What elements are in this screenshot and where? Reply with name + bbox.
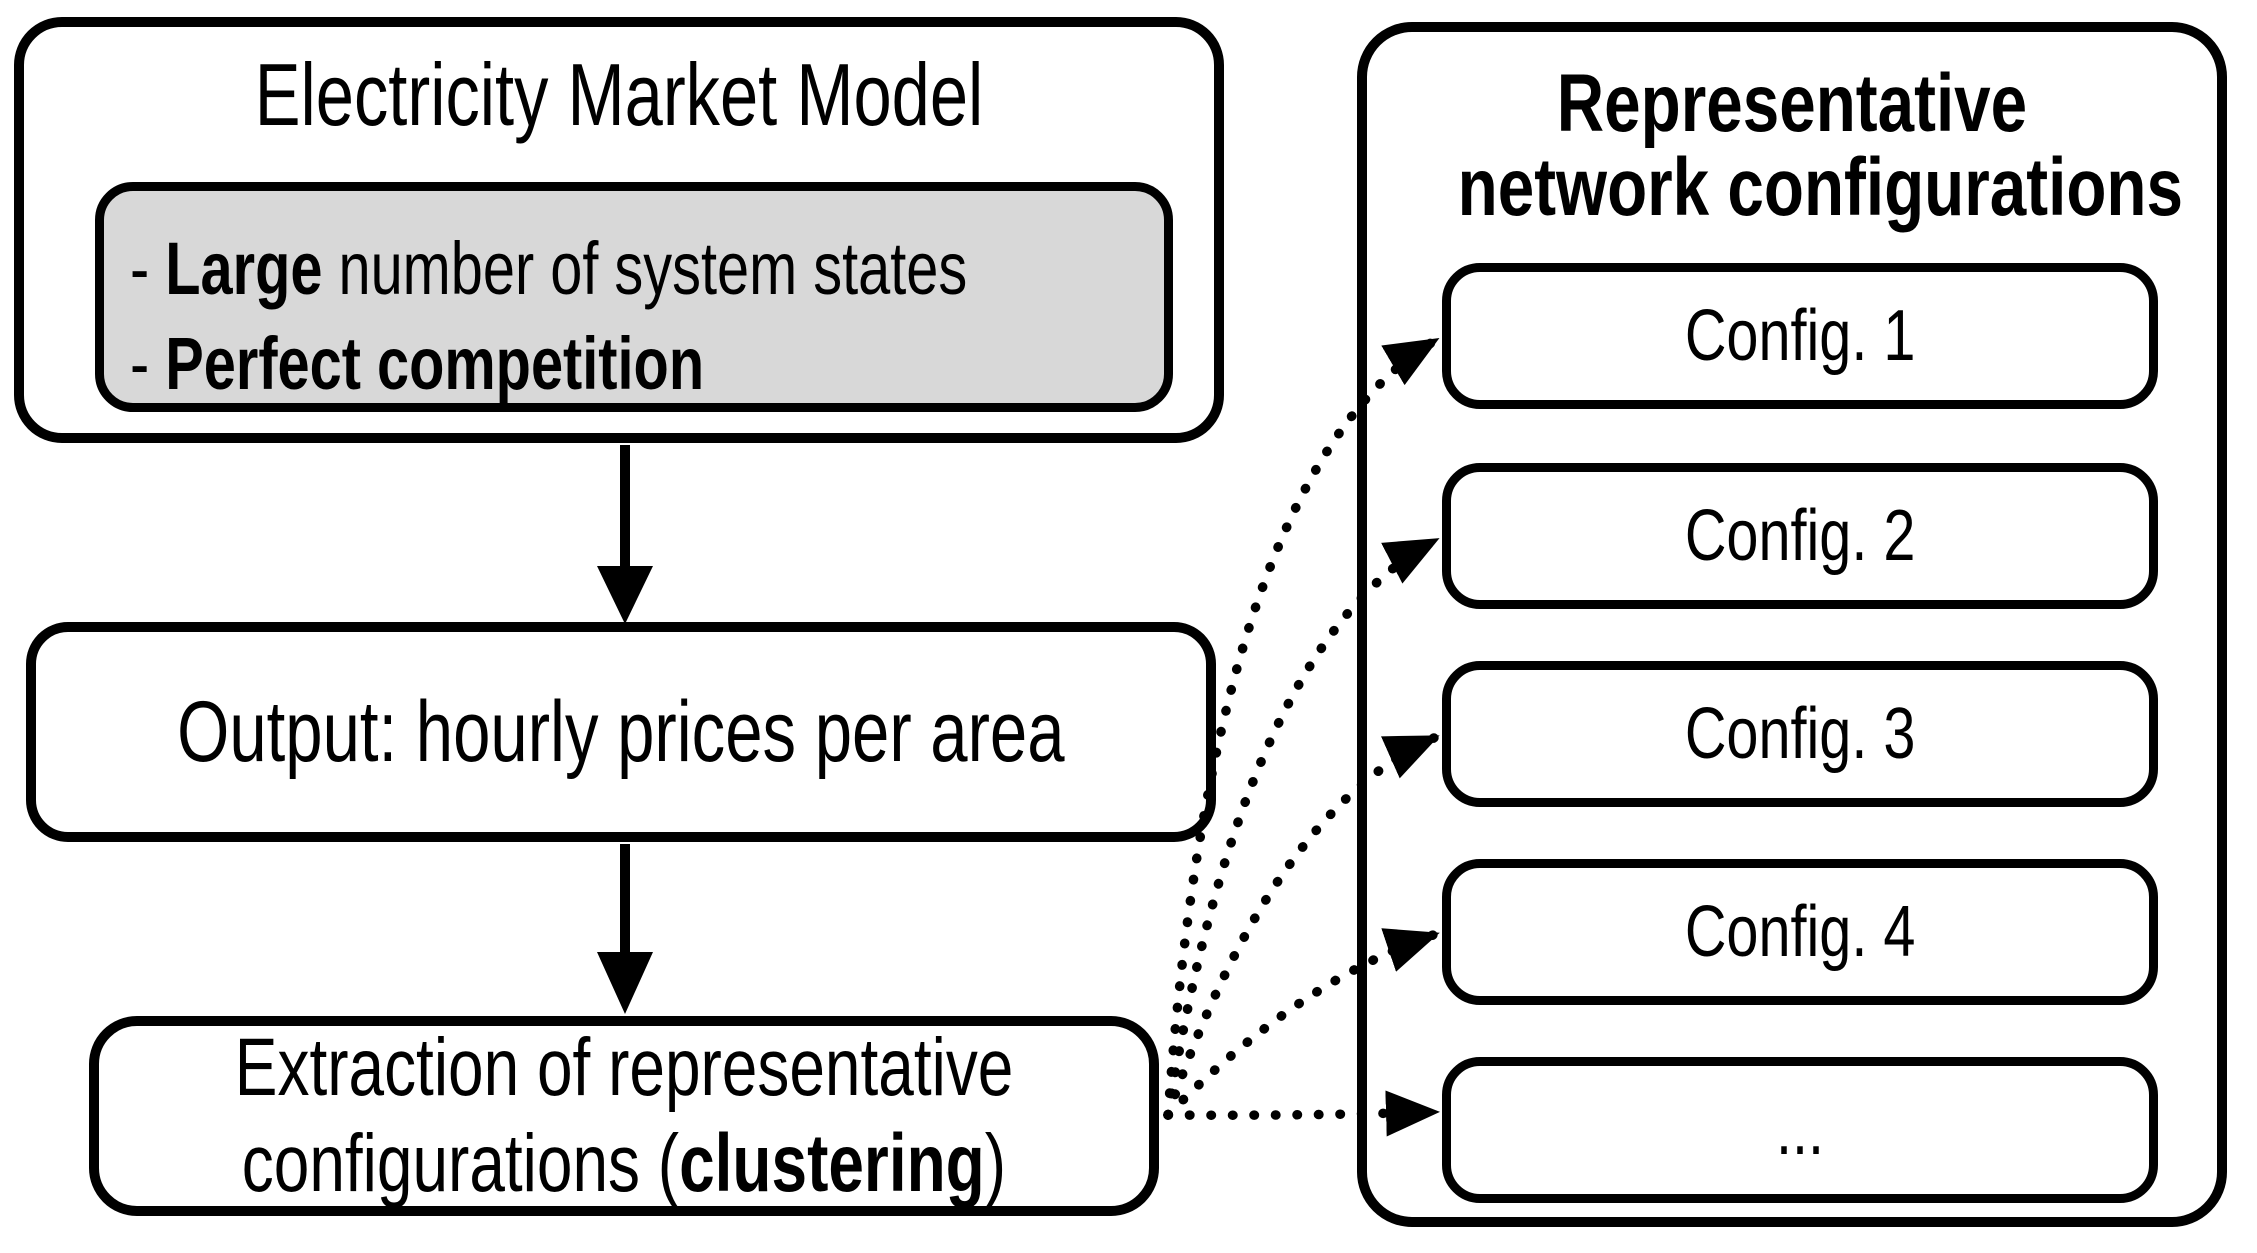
config-box-ellipsis: ...	[1442, 1057, 2158, 1203]
extraction-line2: configurations (clustering)	[242, 1116, 1006, 1212]
bullet-2-prefix: -	[130, 322, 166, 405]
extraction-line1-wrap: Extraction of representative	[125, 1020, 1123, 1116]
extraction-line2-wrap: configurations (clustering)	[134, 1116, 1114, 1212]
bullet-perfect-competition: - Perfect competition	[130, 316, 1164, 411]
config-box-3: Config. 3	[1442, 661, 2158, 807]
market-model-title-text: Electricity Market Model	[254, 45, 984, 144]
config-label-2: Config. 2	[1684, 496, 1916, 576]
model-assumptions-box: - Large number of system states - Perfec…	[95, 182, 1173, 412]
bullet-system-states-text: - Large number of system states	[130, 221, 967, 316]
config-box-2: Config. 2	[1442, 463, 2158, 609]
extraction-line1: Extraction of representative	[234, 1022, 1014, 1113]
output-box: Output: hourly prices per area	[26, 622, 1216, 842]
bullet-1-rest: number of system states	[322, 227, 968, 310]
electricity-market-model-box: Electricity Market Model - Large number …	[14, 17, 1224, 443]
down-arrow-2-head-icon	[597, 952, 653, 1014]
extraction-line2-pre: configurations (	[241, 1118, 680, 1209]
bullet-system-states: - Large number of system states	[130, 221, 1164, 316]
panel-title: Representative network configurations	[1367, 62, 2217, 230]
extraction-box: Extraction of representative configurati…	[89, 1016, 1159, 1216]
config-box-1: Config. 1	[1442, 263, 2158, 409]
extraction-line2-post: )	[984, 1118, 1007, 1209]
bullet-perfect-competition-text: - Perfect competition	[130, 316, 704, 411]
down-arrow-2	[597, 844, 653, 1014]
bullet-2-bold: Perfect competition	[165, 322, 705, 405]
bullet-1-bold: Large	[165, 227, 323, 310]
representative-configurations-panel: Representative network configurations	[1357, 22, 2227, 1227]
config-label-1: Config. 1	[1684, 296, 1916, 376]
panel-title-line1: Representative	[1556, 58, 2028, 149]
config-label-ellipsis: ...	[1775, 1090, 1824, 1170]
config-label-3: Config. 3	[1684, 694, 1916, 774]
config-label-4: Config. 4	[1684, 892, 1916, 972]
output-label-wrap: Output: hourly prices per area	[52, 683, 1190, 782]
down-arrow-1-head-icon	[597, 566, 653, 624]
bullet-1-prefix: -	[130, 227, 166, 310]
config-box-4: Config. 4	[1442, 859, 2158, 1005]
down-arrow-1	[597, 445, 653, 624]
market-model-title: Electricity Market Model	[24, 51, 1214, 139]
panel-title-line2: network configurations	[1457, 142, 2183, 233]
extraction-line2-bold: clustering	[679, 1118, 985, 1209]
output-label: Output: hourly prices per area	[177, 683, 1065, 780]
